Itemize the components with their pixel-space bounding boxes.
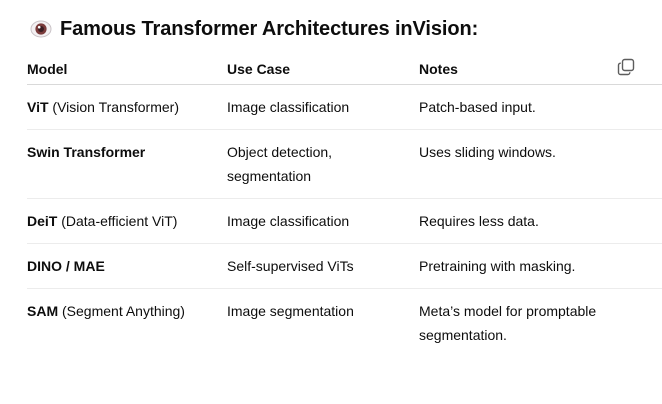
heading-prefix: Famous Transformer Architectures in — [60, 17, 413, 40]
model-detail: (Segment Anything) — [58, 303, 185, 319]
table-row: Swin Transformer Object detection, segme… — [27, 129, 662, 199]
model-name: Swin Transformer — [27, 144, 146, 160]
notes-text: Patch-based input. — [419, 99, 536, 115]
model-cell: Swin Transformer — [27, 129, 227, 199]
notes-text: Uses sliding windows. — [419, 144, 556, 160]
use-case-cell: Image classification — [227, 198, 419, 244]
heading-emphasis: Vision — [412, 17, 472, 40]
notes-cell: Uses sliding windows. — [419, 129, 662, 199]
eye-icon — [30, 20, 52, 38]
model-cell: ViT (Vision Transformer) — [27, 84, 227, 130]
use-case-text: Self-supervised ViTs — [227, 258, 354, 274]
model-name: ViT — [27, 99, 49, 115]
notes-cell: Requires less data. — [419, 198, 662, 244]
model-cell: DINO / MAE — [27, 243, 227, 289]
use-case-cell: Image segmentation — [227, 289, 419, 358]
use-case-text: Image classification — [227, 213, 350, 229]
use-case-cell: Image classification — [227, 84, 419, 130]
model-detail: (Vision Transformer) — [48, 99, 179, 115]
notes-cell: Pretraining with masking. — [419, 243, 662, 289]
table-row: SAM (Segment Anything) Image segmentatio… — [27, 289, 662, 358]
use-case-cell: Self-supervised ViTs — [227, 243, 419, 289]
use-case-cell: Object detection, segmentation — [227, 129, 419, 199]
table-row: DeiT (Data-efficient ViT) Image classifi… — [27, 198, 662, 244]
notes-text: Requires less data. — [419, 213, 539, 229]
notes-cell: Meta’s model for promptable segmentation… — [419, 289, 662, 358]
use-case-text: Object detection, segmentation — [227, 144, 333, 184]
table-row: DINO / MAE Self-supervised ViTs Pretrain… — [27, 243, 662, 289]
model-name: DeiT — [27, 213, 58, 229]
notes-cell: Patch-based input. — [419, 84, 662, 130]
notes-text: Pretraining with masking. — [419, 258, 576, 274]
notes-text: Meta’s model for promptable segmentation… — [419, 303, 597, 343]
table-row: ViT (Vision Transformer) Image classific… — [27, 84, 662, 130]
use-case-text: Image segmentation — [227, 303, 354, 319]
architectures-table: Model Use Case Notes ViT (Vision Transfo… — [27, 54, 662, 357]
section-heading: Famous Transformer Architectures in Visi… — [30, 14, 478, 44]
model-cell: DeiT (Data-efficient ViT) — [27, 198, 227, 244]
column-header-notes: Notes — [419, 54, 662, 85]
table-header-row: Model Use Case Notes — [27, 54, 662, 85]
column-header-model: Model — [27, 54, 227, 85]
model-name: DINO / MAE — [27, 258, 105, 274]
column-header-use-case: Use Case — [227, 54, 419, 85]
model-detail: (Data-efficient ViT) — [57, 213, 178, 229]
model-name: SAM — [27, 303, 59, 319]
model-cell: SAM (Segment Anything) — [27, 289, 227, 358]
use-case-text: Image classification — [227, 99, 350, 115]
heading-suffix: : — [471, 17, 479, 40]
